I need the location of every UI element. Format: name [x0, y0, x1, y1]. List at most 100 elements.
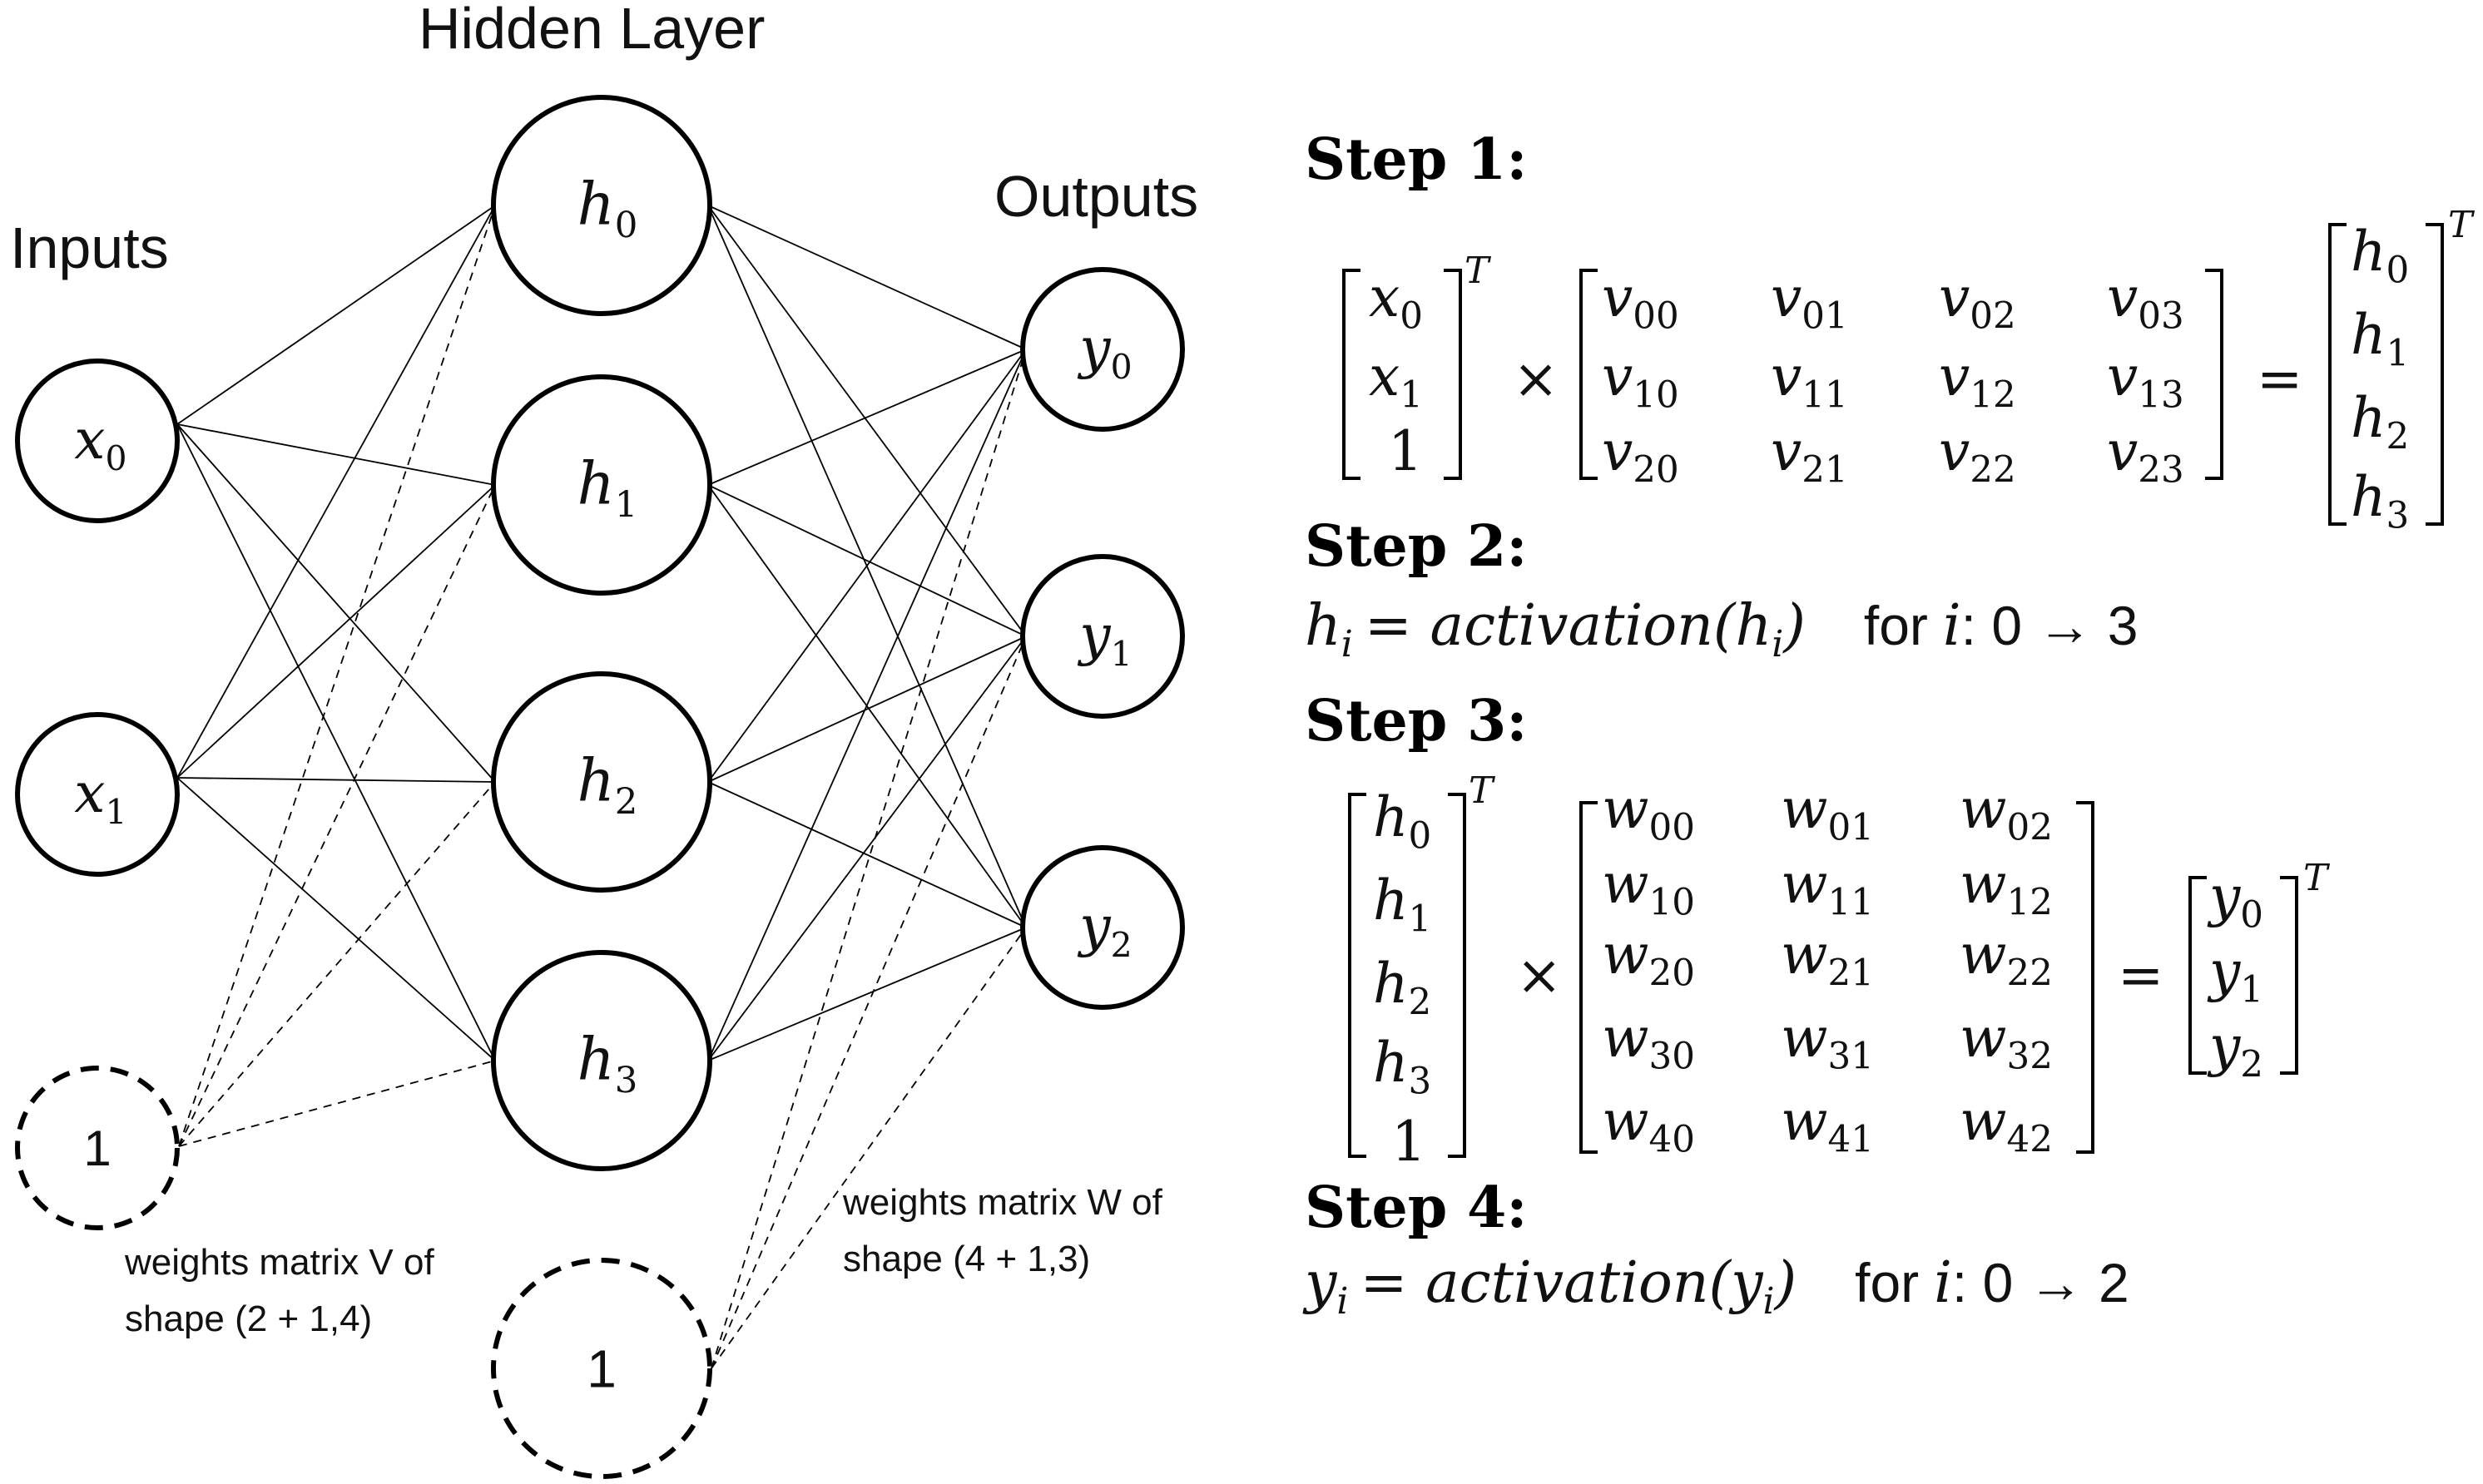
input-node-x0-label: x0	[74, 408, 126, 479]
network-edges	[176, 205, 1027, 1369]
input-node-x1: x1	[15, 712, 180, 877]
step1-right-cell-0: h0	[2351, 220, 2409, 292]
step1-matrix-v12: v12	[1939, 344, 2016, 417]
step2-loop-var: i	[1943, 593, 1961, 659]
edge-bias-y1	[711, 636, 1027, 1369]
hidden-node-h0-circle	[491, 95, 712, 316]
step1-left-bracket-open	[1342, 269, 1360, 480]
step1-left-cell-2: 1	[1388, 419, 1423, 483]
bias-node-input: 1	[15, 1066, 180, 1230]
bias-node-hidden-circle	[491, 1258, 712, 1479]
step1-equals: =	[2257, 347, 2302, 411]
step3-matrix-w30: w30	[1602, 1006, 1695, 1078]
edge-h3-y2	[707, 927, 1027, 1061]
edge-x1-h3	[176, 777, 496, 1061]
step3-matrix-w01: w01	[1781, 777, 1874, 849]
step4-lhs-sub: i	[1336, 1280, 1348, 1323]
inputs-label: Inputs	[10, 215, 169, 280]
step3-left-cell-1: h1	[1373, 868, 1431, 941]
hidden-node-h3: h3	[491, 950, 712, 1171]
edge-h0-y1	[707, 205, 1027, 637]
output-node-y2: y2	[1020, 845, 1185, 1010]
output-node-y2-circle	[1020, 845, 1185, 1010]
step3-matrix-w02: w02	[1960, 777, 2053, 849]
hidden-node-h3-label: h3	[577, 1025, 638, 1101]
step2-lhs: h	[1305, 593, 1341, 659]
edge-x1-h0	[176, 205, 496, 779]
hidden-node-h0: h0	[491, 95, 712, 316]
step3-matrix-w40: w40	[1602, 1089, 1695, 1161]
step4-rhs: = activation(y	[1360, 1250, 1765, 1316]
step3-matrix-w10: w10	[1602, 852, 1695, 924]
step3-heading: Step 3:	[1305, 688, 1527, 754]
edge-x0-h0	[176, 205, 496, 425]
hidden-node-h0-label: h0	[577, 170, 638, 245]
step1-right-cell-2: h2	[2351, 386, 2409, 458]
edge-h3-y0	[707, 349, 1027, 1061]
step1-matrix-v03: v03	[2107, 265, 2184, 338]
step1-right-cell-1: h1	[2351, 303, 2409, 375]
step3-right-bracket-close	[2280, 876, 2298, 1075]
edge-bias-h1	[178, 484, 496, 1147]
step3-matrix-w41: w41	[1781, 1089, 1874, 1161]
edge-x0-h2	[176, 423, 496, 783]
step1-matrix-v11: v11	[1771, 344, 1848, 417]
equations-panel: Step 1: Step 2: Step 3: Step 4: x0x11T×v…	[1302, 126, 2476, 1323]
step3-right-cell-0: y0	[2207, 864, 2263, 937]
edge-h2-y2	[707, 781, 1027, 928]
step3-times: ×	[1516, 943, 1562, 1007]
step2-close: )	[1782, 593, 1806, 659]
step1-matrix-v10: v10	[1602, 344, 1679, 417]
output-node-y1-circle	[1020, 554, 1185, 719]
step1-matrix-v20: v20	[1602, 419, 1679, 492]
step1-matrix-bracket-close	[2205, 269, 2223, 480]
step1-matrix-v23: v23	[2107, 419, 2184, 492]
bias-node-input-label: 1	[83, 1120, 111, 1176]
hidden-node-h1-circle	[491, 374, 712, 596]
step1-matrix-v13: v13	[2107, 344, 2184, 417]
step1-right-bracket-open	[2328, 223, 2347, 526]
step4-rhs-sub: i	[1763, 1280, 1775, 1323]
bias-node-input-circle	[15, 1066, 180, 1230]
step1-left-bracket-close	[1444, 269, 1462, 480]
step3-matrix-w32: w32	[1960, 1006, 2053, 1078]
step1-transpose-2: T	[2448, 204, 2476, 246]
edge-x1-h1	[176, 484, 496, 779]
step1-matrix-v22: v22	[1939, 419, 2016, 492]
step1-matrix-bracket-open	[1579, 269, 1598, 480]
input-node-x0-circle	[15, 359, 180, 523]
edge-x0-h1	[176, 423, 496, 486]
output-node-y2-label: y2	[1077, 894, 1132, 966]
step3-matrix-w21: w21	[1781, 923, 1874, 995]
step3-matrix-w31: w31	[1781, 1006, 1874, 1078]
input-node-x1-label: x1	[74, 761, 126, 833]
step3-right-cell-2: y2	[2207, 1014, 2263, 1086]
step1-left-cell-1: x1	[1369, 344, 1423, 417]
hidden-node-h2-circle	[491, 671, 712, 893]
step1-left-cell-0: x0	[1369, 265, 1423, 338]
input-node-x1-circle	[15, 712, 180, 877]
step2-range: : 0 → 3	[1961, 595, 2139, 656]
step1-matrix-v02: v02	[1939, 265, 2016, 338]
step3-left-bracket-open	[1348, 793, 1366, 1158]
step1-times: ×	[1513, 347, 1559, 411]
step4-lhs: y	[1302, 1250, 1338, 1316]
step1-right-bracket-close	[2426, 223, 2444, 526]
step2-lhs-sub: i	[1341, 623, 1353, 665]
hidden-layer-label: Hidden Layer	[419, 0, 765, 61]
edge-h2-y0	[707, 349, 1027, 783]
v-caption-line2: shape (2 + 1,4)	[125, 1298, 372, 1339]
input-node-x0: x0	[15, 359, 180, 523]
step4-loop-var: i	[1934, 1250, 1952, 1316]
edge-bias-y2	[711, 927, 1027, 1369]
step2-rhs-sub: i	[1772, 623, 1783, 665]
edge-h0-y0	[707, 205, 1027, 350]
step3-matrix-w42: w42	[1960, 1089, 2053, 1161]
output-node-y1: y1	[1020, 554, 1185, 719]
step1-heading: Step 1:	[1305, 126, 1527, 193]
step3-right-cell-1: y1	[2207, 939, 2263, 1012]
